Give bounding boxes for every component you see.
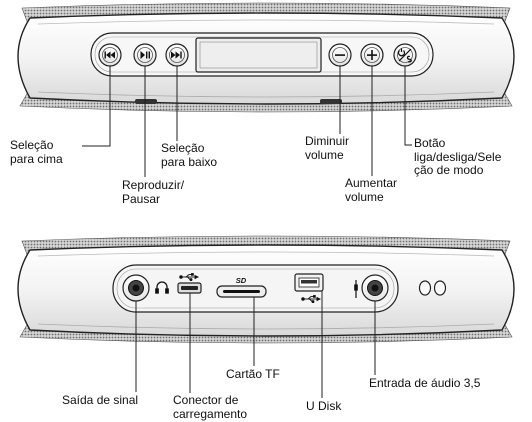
label-u-disk: U Disk (306, 399, 342, 413)
bottom-leader-lines (135, 291, 376, 398)
audio-input-jack[interactable] (361, 274, 389, 302)
usb-symbol-icon (179, 273, 200, 282)
usb-symbol-icon-2 (301, 295, 322, 304)
power-mode-button[interactable] (393, 43, 417, 67)
next-button[interactable] (165, 43, 189, 67)
top-view (17, 2, 515, 113)
previous-button[interactable] (98, 43, 122, 67)
charging-port[interactable] (177, 282, 202, 294)
skip-back-icon (104, 51, 115, 59)
tf-card-slot[interactable] (216, 285, 267, 298)
lcd-display (195, 37, 322, 73)
top-leader-lines (82, 66, 412, 177)
minus-icon (335, 54, 345, 56)
headphone-icon (155, 281, 169, 294)
bottom-view: SD (17, 235, 515, 344)
label-play-pause: Reproduzir/Pausar (122, 178, 185, 206)
play-pause-button[interactable] (133, 43, 157, 67)
skip-forward-icon (171, 51, 182, 59)
indicator-holes (418, 280, 447, 296)
power-mode-icon (397, 48, 412, 63)
label-audio-input: Entrada de áudio 3,5 (369, 376, 481, 390)
u-disk-port[interactable] (294, 273, 324, 292)
play-pause-icon (140, 51, 150, 59)
audio-output-jack[interactable] (122, 274, 150, 302)
aux-in-icon (354, 280, 358, 298)
volume-up-button[interactable] (360, 43, 384, 67)
volume-down-button[interactable] (328, 43, 352, 67)
plus-icon (367, 50, 377, 60)
label-tf-card: Cartão TF (226, 367, 280, 381)
sd-logo: SD (236, 276, 247, 285)
label-signal-output: Saída de sinal (62, 393, 139, 407)
